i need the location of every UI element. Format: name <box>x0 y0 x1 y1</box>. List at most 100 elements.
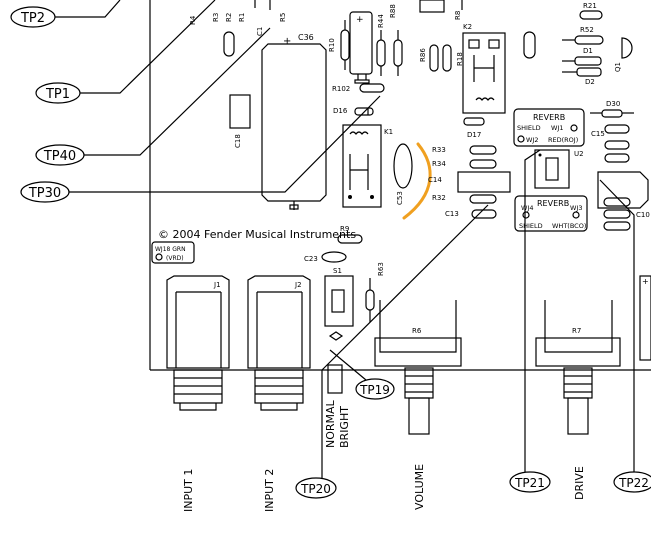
svg-text:D17: D17 <box>467 131 481 139</box>
svg-text:R18: R18 <box>456 52 464 66</box>
svg-text:TP2: TP2 <box>20 11 45 26</box>
svg-text:D30: D30 <box>606 100 620 108</box>
label-input-2: INPUT 2 <box>263 469 276 512</box>
svg-text:RED(ROJ): RED(ROJ) <box>548 136 578 144</box>
svg-text:WJ3: WJ3 <box>570 204 582 212</box>
svg-text:K2: K2 <box>463 23 472 31</box>
diode-d2: D2 <box>562 67 602 86</box>
label-input-1: INPUT 1 <box>182 469 195 512</box>
test-point-tp19: TP19 <box>329 349 395 400</box>
svg-text:C14: C14 <box>428 176 442 184</box>
potentiometer-r6: R6 <box>374 300 462 435</box>
svg-text:R32: R32 <box>432 194 446 202</box>
component-top-box <box>419 0 445 13</box>
svg-text:R21: R21 <box>583 2 597 10</box>
capacitor-c53: C53 <box>393 143 413 205</box>
resistor-r10: R10 <box>328 20 350 70</box>
svg-text:R8: R8 <box>454 11 462 20</box>
test-point-tp30: TP30 <box>20 95 381 203</box>
diode-d1: D1 <box>562 47 602 66</box>
switch-s1: S1 <box>324 267 354 394</box>
test-point-tp40: TP40 <box>35 27 271 166</box>
diode-d17: D17 <box>463 117 485 139</box>
svg-text:+: + <box>283 36 291 47</box>
right-edge-component: + <box>639 275 651 361</box>
resistor-r63: R63 <box>365 262 385 322</box>
svg-text:J1: J1 <box>213 281 221 289</box>
label-volume: VOLUME <box>413 464 426 510</box>
resistor-r102: R102 <box>332 83 385 93</box>
relay-k1: K1 <box>342 124 393 208</box>
highlight-arc <box>402 142 432 220</box>
label-normal: NORMAL <box>324 399 337 448</box>
svg-text:R9: R9 <box>340 225 349 233</box>
svg-text:WJ2: WJ2 <box>526 136 538 144</box>
svg-text:+: + <box>642 277 649 286</box>
resistor-r44: R44 <box>376 14 386 76</box>
resistor-r34: R34 <box>432 159 497 169</box>
svg-text:C13: C13 <box>445 210 459 218</box>
wire-jumper-wj18: WJ18 GRN (VRD) <box>151 241 195 264</box>
test-point-tp1: TP1 <box>35 0 216 104</box>
resistor-r8: R8 <box>454 0 463 20</box>
capacitor-c36: C1 C36 + <box>256 27 327 210</box>
resistor-r21: R21 <box>579 2 603 20</box>
copyright-text: © 2004 Fender Musical Instruments <box>158 228 356 241</box>
transistor-q1: Q1 <box>614 37 633 72</box>
input-jack-j1: J1 <box>166 275 230 411</box>
diode-d30: D30 <box>590 100 634 118</box>
svg-text:R34: R34 <box>432 160 446 168</box>
svg-text:R88: R88 <box>389 4 397 18</box>
svg-text:WJ18 GRN: WJ18 GRN <box>155 246 186 253</box>
capacitor-c13: C13 <box>445 209 497 219</box>
potentiometer-r7: R7 <box>535 300 621 435</box>
resistor-r88: R88 <box>389 4 403 76</box>
reverb-box-2: WJ4 REVERB WJ3 SHIELD WHT(BCO) <box>514 195 588 232</box>
svg-text:D16: D16 <box>333 107 348 115</box>
resistor-r86: R86 <box>419 44 439 72</box>
svg-text:D1: D1 <box>583 47 593 55</box>
capacitor-c10: C10 <box>597 171 650 231</box>
svg-text:R5: R5 <box>279 13 287 22</box>
svg-text:SHIELD: SHIELD <box>519 222 543 230</box>
mount-slot-right <box>523 31 536 59</box>
svg-text:WHT(BCO): WHT(BCO) <box>552 222 586 230</box>
svg-text:C15: C15 <box>591 130 605 138</box>
svg-text:R2: R2 <box>225 13 233 22</box>
svg-text:R52: R52 <box>580 26 594 34</box>
test-point-tp22: TP22 <box>599 179 651 493</box>
svg-text:(VRD): (VRD) <box>166 255 184 262</box>
svg-text:J2: J2 <box>294 281 302 289</box>
svg-text:C1: C1 <box>256 27 264 36</box>
svg-text:C18: C18 <box>234 134 242 148</box>
svg-text:R10: R10 <box>328 38 336 52</box>
svg-text:SHIELD: SHIELD <box>517 124 541 132</box>
resistor-row-top: R4 R3 R2 R1 R5 <box>189 0 287 25</box>
label-drive: DRIVE <box>573 466 586 500</box>
svg-text:C23: C23 <box>304 255 318 263</box>
svg-text:Q1: Q1 <box>614 62 622 72</box>
resistor-r52: R52 <box>562 26 604 45</box>
resistor-r18: R18 <box>442 44 464 72</box>
resistor-r32: R32 <box>432 194 497 204</box>
svg-text:R44: R44 <box>377 14 385 28</box>
mount-slot-left <box>223 31 235 57</box>
test-point-tp2: TP2 <box>10 0 121 28</box>
svg-text:R63: R63 <box>377 262 385 276</box>
svg-text:R33: R33 <box>432 146 446 154</box>
svg-text:REVERB: REVERB <box>533 113 565 122</box>
svg-text:R6: R6 <box>412 327 422 335</box>
svg-text:TP40: TP40 <box>43 149 76 164</box>
svg-text:R3: R3 <box>212 13 220 22</box>
svg-text:C53: C53 <box>396 191 404 205</box>
svg-text:R7: R7 <box>572 327 581 335</box>
svg-text:R4: R4 <box>189 15 197 25</box>
svg-text:R102: R102 <box>332 85 350 93</box>
svg-text:R1: R1 <box>238 13 246 22</box>
svg-text:D2: D2 <box>585 78 595 86</box>
svg-text:WJ1: WJ1 <box>551 124 563 132</box>
svg-text:TP1: TP1 <box>45 87 70 102</box>
svg-text:TP30: TP30 <box>28 186 61 201</box>
resistor-r9: R9 <box>337 225 363 244</box>
